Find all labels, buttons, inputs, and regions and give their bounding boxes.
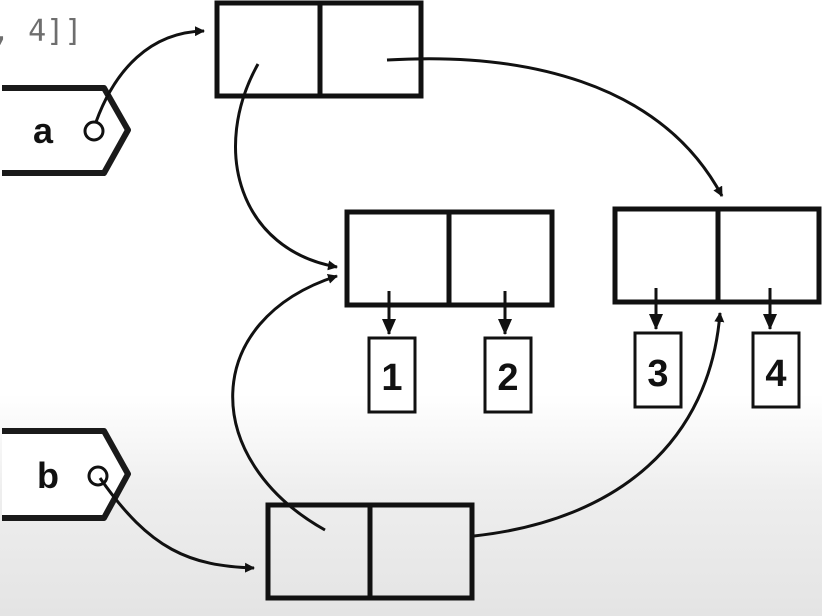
value-box-3: 3 bbox=[633, 331, 683, 409]
value-label-2: 2 bbox=[497, 357, 518, 399]
arrow-outer-a-to-inner-3-4 bbox=[386, 57, 724, 197]
inner-list-cell-3-4 bbox=[612, 206, 822, 305]
arrow-a-to-outer-cell bbox=[94, 26, 205, 123]
variable-tag-a: a bbox=[2, 85, 131, 176]
value-box-1: 1 bbox=[367, 336, 417, 414]
reference-dot-a bbox=[83, 120, 105, 142]
inner-list-cell-1-2 bbox=[344, 209, 555, 308]
arrow-outer-b-to-inner-3-4 bbox=[473, 312, 725, 538]
code-fragment: , 4]] bbox=[0, 14, 82, 49]
variable-label-a: a bbox=[33, 110, 54, 151]
outer-list-cell-b bbox=[265, 502, 475, 601]
value-label-1: 1 bbox=[381, 357, 402, 399]
variable-tag-b: b bbox=[2, 428, 131, 521]
value-box-4: 4 bbox=[751, 331, 801, 409]
value-label-3: 3 bbox=[647, 353, 668, 395]
value-label-4: 4 bbox=[765, 353, 786, 395]
arrow-outer-a-to-inner-1-2 bbox=[234, 63, 338, 271]
value-box-2: 2 bbox=[483, 336, 533, 414]
outer-list-cell-a bbox=[214, 0, 424, 99]
variable-label-b: b bbox=[37, 455, 59, 496]
arrow-b-to-outer-cell bbox=[98, 477, 255, 573]
arrow-outer-b-to-inner-1-2 bbox=[231, 274, 338, 532]
